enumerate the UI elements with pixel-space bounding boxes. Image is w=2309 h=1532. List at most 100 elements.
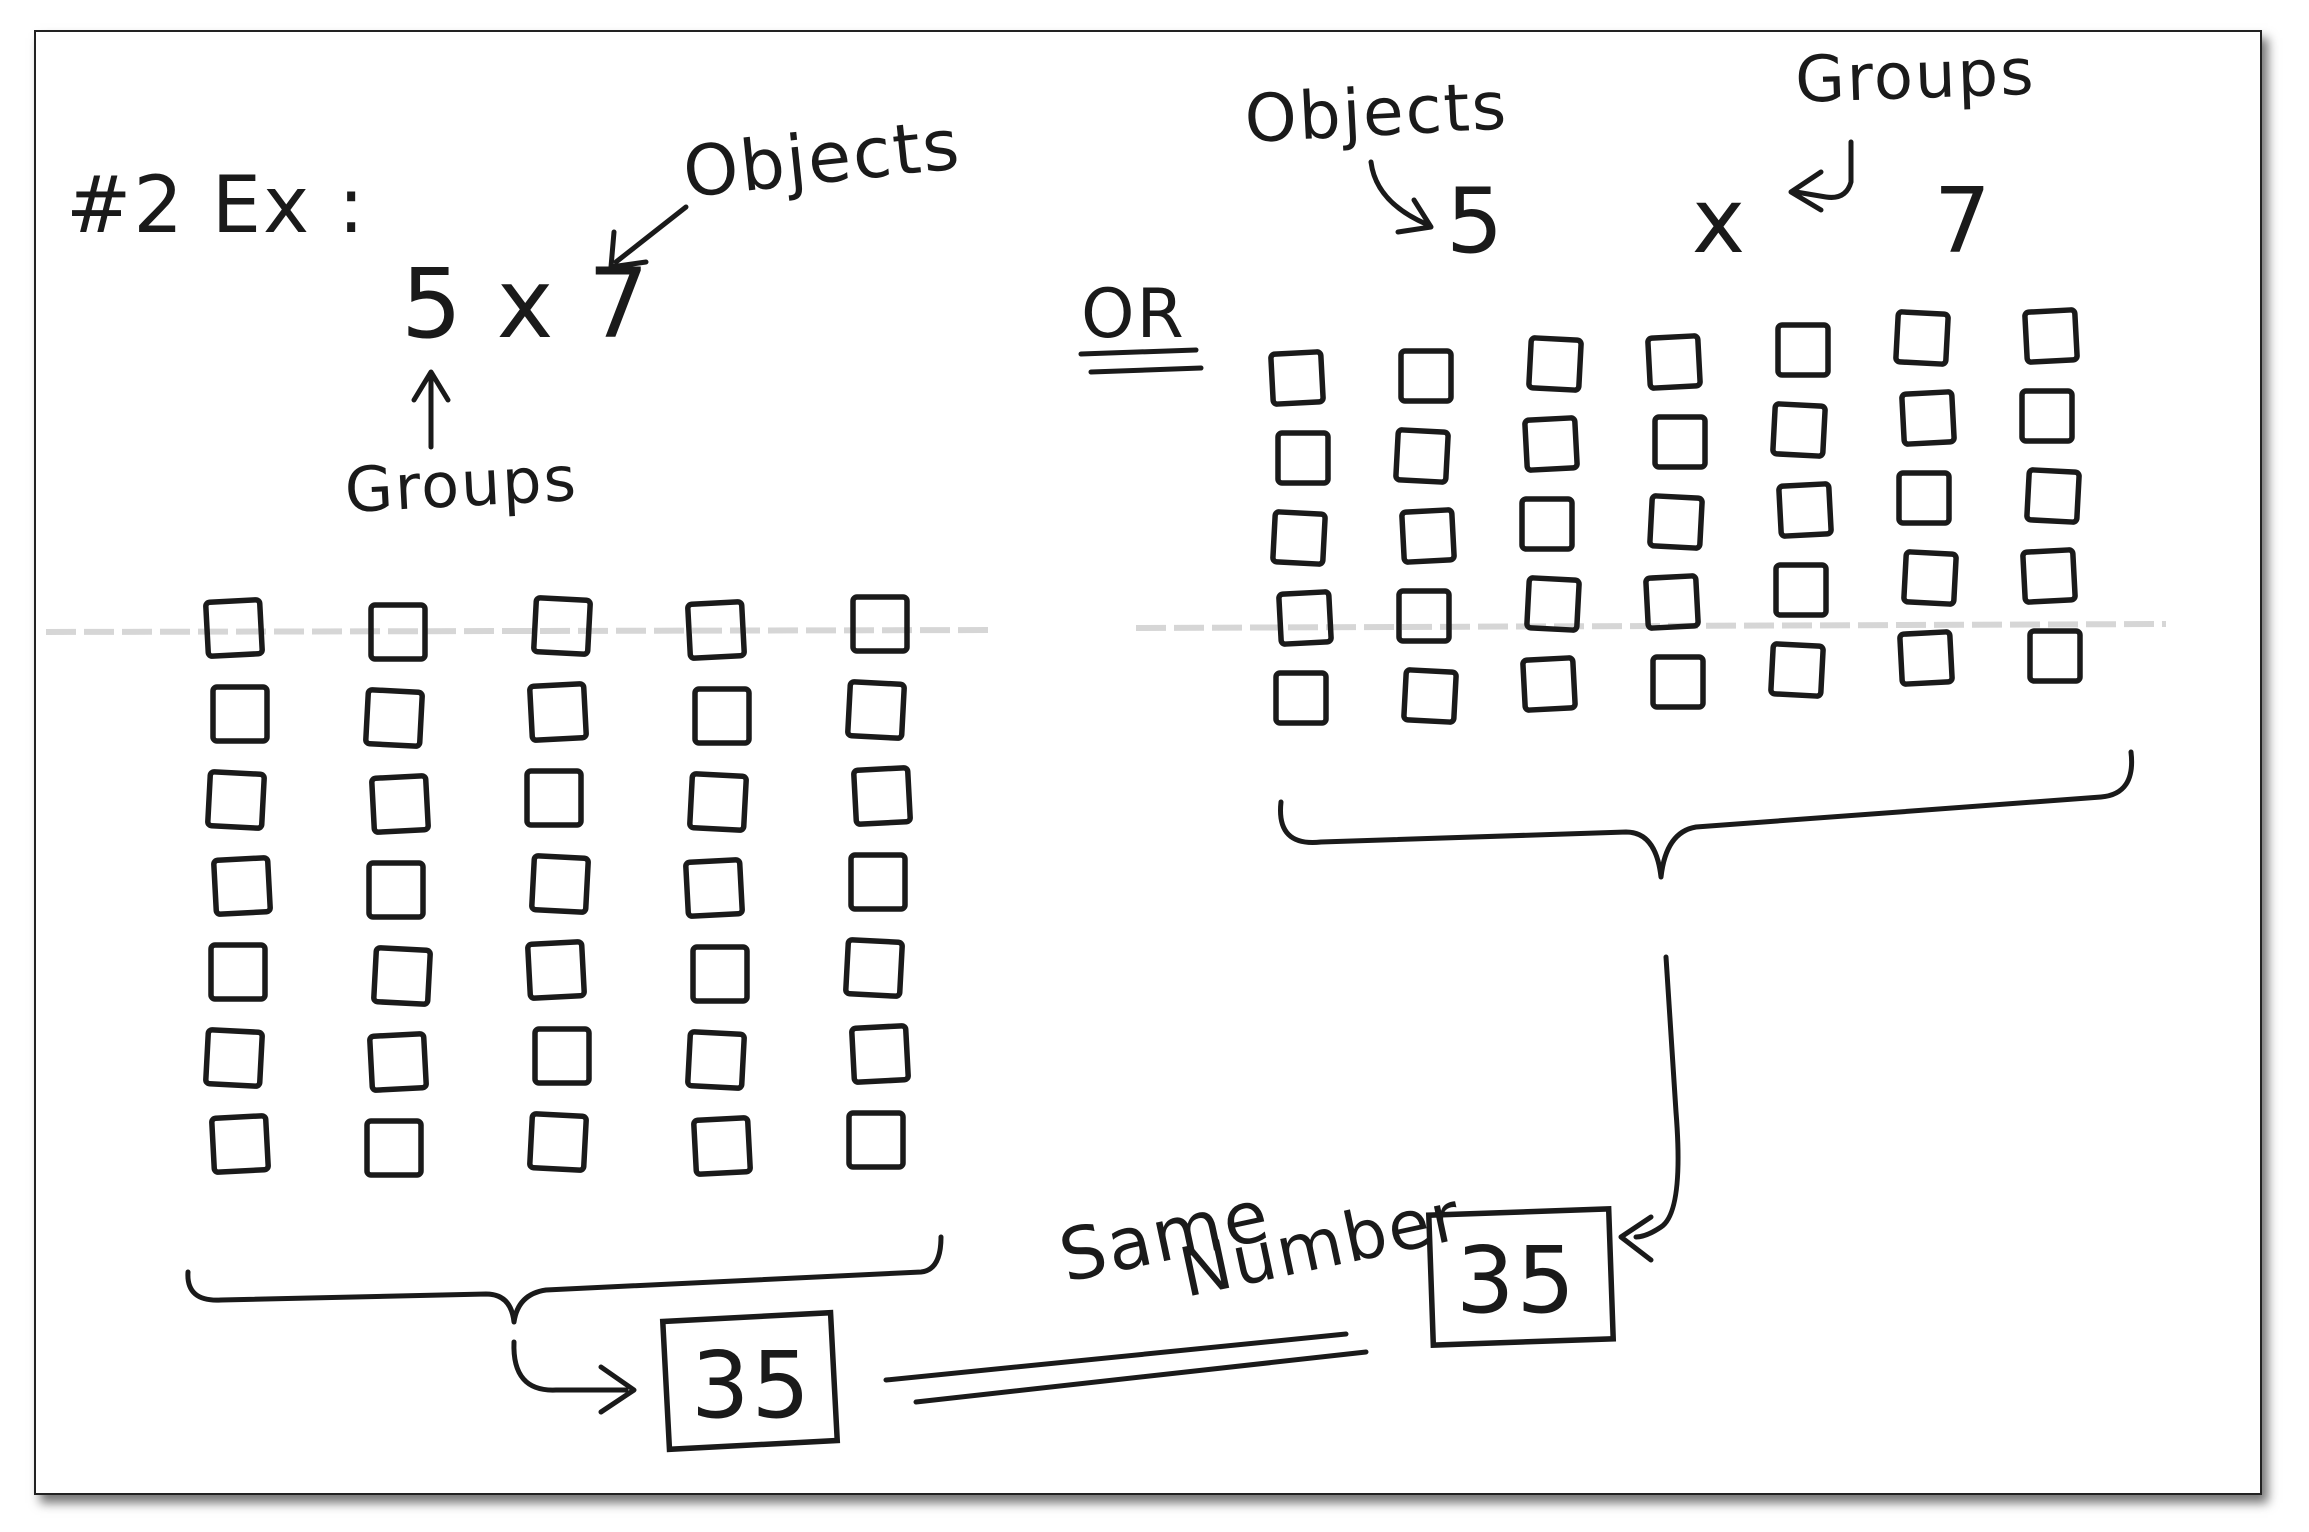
- right-objects-label: Objects: [1243, 67, 1510, 158]
- right-array-object-g4-o5: [1650, 654, 1706, 710]
- multiplication-sketch: #2 Ex : 5 x 7 Objects Groups 35 Same Num…: [45, 36, 2167, 1453]
- right-array-object-g1-o3: [1270, 509, 1328, 567]
- right-array-object-g7-o4: [2020, 547, 2078, 605]
- left-array-object-g3-o2: [527, 681, 589, 743]
- left-array-object-g2-o1: [368, 602, 428, 662]
- left-result: 35: [691, 1332, 812, 1439]
- left-array-object-g3-o1: [531, 595, 593, 657]
- left-array-object-g2-o2: [363, 687, 425, 749]
- example-label: #2 Ex :: [66, 161, 366, 251]
- right-array-object-g6-o2: [1899, 389, 1957, 447]
- left-array-object-g5-o1: [850, 594, 910, 654]
- left-array-object-g2-o3: [369, 773, 431, 835]
- left-array-object-g3-o7: [527, 1111, 589, 1173]
- left-array-object-g1-o1: [203, 597, 265, 659]
- right-array-object-g2-o5: [1401, 667, 1459, 725]
- right-array-object-g1-o2: [1275, 430, 1331, 486]
- right-expression: 5 x 7: [1446, 169, 2071, 274]
- or-label: OR: [1081, 275, 1186, 354]
- left-array-object-g4-o6: [685, 1029, 747, 1091]
- left-array-object-g2-o5: [371, 945, 433, 1007]
- left-objects-arrow: [608, 204, 689, 270]
- right-array-object-g5-o1: [1775, 322, 1831, 378]
- right-array-object-g7-o3: [2024, 467, 2082, 525]
- left-object-array: [203, 594, 913, 1178]
- left-objects-label: Objects: [679, 103, 964, 214]
- same-number-line-bottom: [913, 1349, 1369, 1405]
- or-underline-2: [1088, 365, 1204, 375]
- left-array-object-g5-o2: [845, 679, 907, 741]
- right-array-object-g7-o1: [2022, 307, 2080, 365]
- left-array-object-g4-o5: [690, 944, 750, 1004]
- right-array-object-g2-o3: [1399, 507, 1457, 565]
- left-array-object-g4-o1: [685, 599, 747, 661]
- scan-line-left: [45, 627, 997, 635]
- right-object-array: [1268, 307, 2083, 726]
- right-array-object-g7-o5: [2027, 628, 2083, 684]
- right-result-arrow: [1633, 954, 1681, 1240]
- right-result-box: [1425, 1206, 1617, 1348]
- left-groups-label: Groups: [343, 442, 580, 527]
- right-array-object-g4-o2: [1652, 414, 1708, 470]
- left-brace: [185, 1234, 944, 1325]
- left-array-object-g3-o5: [525, 939, 587, 1001]
- right-array-object-g4-o4: [1643, 573, 1701, 631]
- left-array-object-g5-o7: [846, 1110, 906, 1170]
- left-array-object-g1-o3: [205, 769, 267, 831]
- left-expression: 5 x 7: [401, 248, 651, 360]
- left-groups-arrow: [411, 369, 451, 450]
- left-array-object-g5-o5: [843, 937, 905, 999]
- right-array-object-g3-o5: [1520, 655, 1578, 713]
- right-array-object-g3-o2: [1522, 415, 1580, 473]
- left-array-object-g1-o2: [210, 684, 270, 744]
- right-array-object-g7-o2: [2019, 388, 2075, 444]
- right-array-object-g3-o4: [1524, 575, 1582, 633]
- left-array-object-g2-o7: [364, 1118, 424, 1178]
- left-result-arrow: [511, 1339, 629, 1393]
- right-array-object-g6-o5: [1897, 629, 1955, 687]
- right-array-object-g6-o4: [1901, 549, 1959, 607]
- left-array-object-g5-o4: [848, 852, 908, 912]
- right-result: 35: [1456, 1227, 1577, 1334]
- left-array-object-g5-o3: [851, 765, 913, 827]
- same-number-line-top: [883, 1331, 1349, 1383]
- left-array-object-g1-o5: [208, 942, 268, 1002]
- right-array-object-g5-o3: [1776, 481, 1834, 539]
- left-array-object-g4-o7: [691, 1115, 753, 1177]
- left-result-arrowhead: [598, 1364, 637, 1415]
- left-array-object-g4-o4: [683, 857, 745, 919]
- worksheet-card: #2 Ex : 5 x 7 Objects Groups 35 Same Num…: [34, 30, 2262, 1495]
- right-array-object-g2-o4: [1396, 588, 1452, 644]
- right-groups-label: Groups: [1794, 36, 2037, 118]
- right-array-object-g5-o4: [1773, 562, 1829, 618]
- right-array-object-g6-o3: [1896, 470, 1952, 526]
- right-array-object-g5-o2: [1770, 401, 1828, 459]
- right-array-object-g1-o5: [1273, 670, 1329, 726]
- left-array-object-g5-o6: [849, 1023, 911, 1085]
- left-array-object-g3-o6: [532, 1026, 592, 1086]
- right-array-object-g2-o2: [1393, 427, 1451, 485]
- right-array-object-g4-o1: [1645, 333, 1703, 391]
- left-array-object-g4-o3: [687, 771, 749, 833]
- left-result-box: [659, 1309, 841, 1453]
- left-array-object-g4-o2: [692, 686, 752, 746]
- left-array-object-g1-o6: [203, 1027, 265, 1089]
- right-groups-arrow: [1788, 139, 1854, 213]
- left-array-object-g1-o4: [211, 855, 273, 917]
- right-array-object-g6-o1: [1893, 309, 1951, 367]
- right-array-object-g5-o5: [1768, 641, 1826, 699]
- or-underline-1: [1078, 347, 1199, 357]
- right-objects-arrow: [1368, 159, 1434, 235]
- right-brace: [1278, 749, 2135, 880]
- left-array-object-g1-o7: [209, 1113, 271, 1175]
- left-array-object-g3-o3: [524, 768, 584, 828]
- left-array-object-g3-o4: [529, 853, 591, 915]
- right-array-object-g1-o1: [1268, 349, 1326, 407]
- right-array-object-g3-o3: [1519, 496, 1575, 552]
- left-array-object-g2-o6: [367, 1031, 429, 1093]
- right-array-object-g2-o1: [1398, 348, 1454, 404]
- right-array-object-g4-o3: [1647, 493, 1705, 551]
- right-array-object-g3-o1: [1526, 335, 1584, 393]
- right-result-arrowhead: [1618, 1214, 1654, 1263]
- left-array-object-g2-o4: [366, 860, 426, 920]
